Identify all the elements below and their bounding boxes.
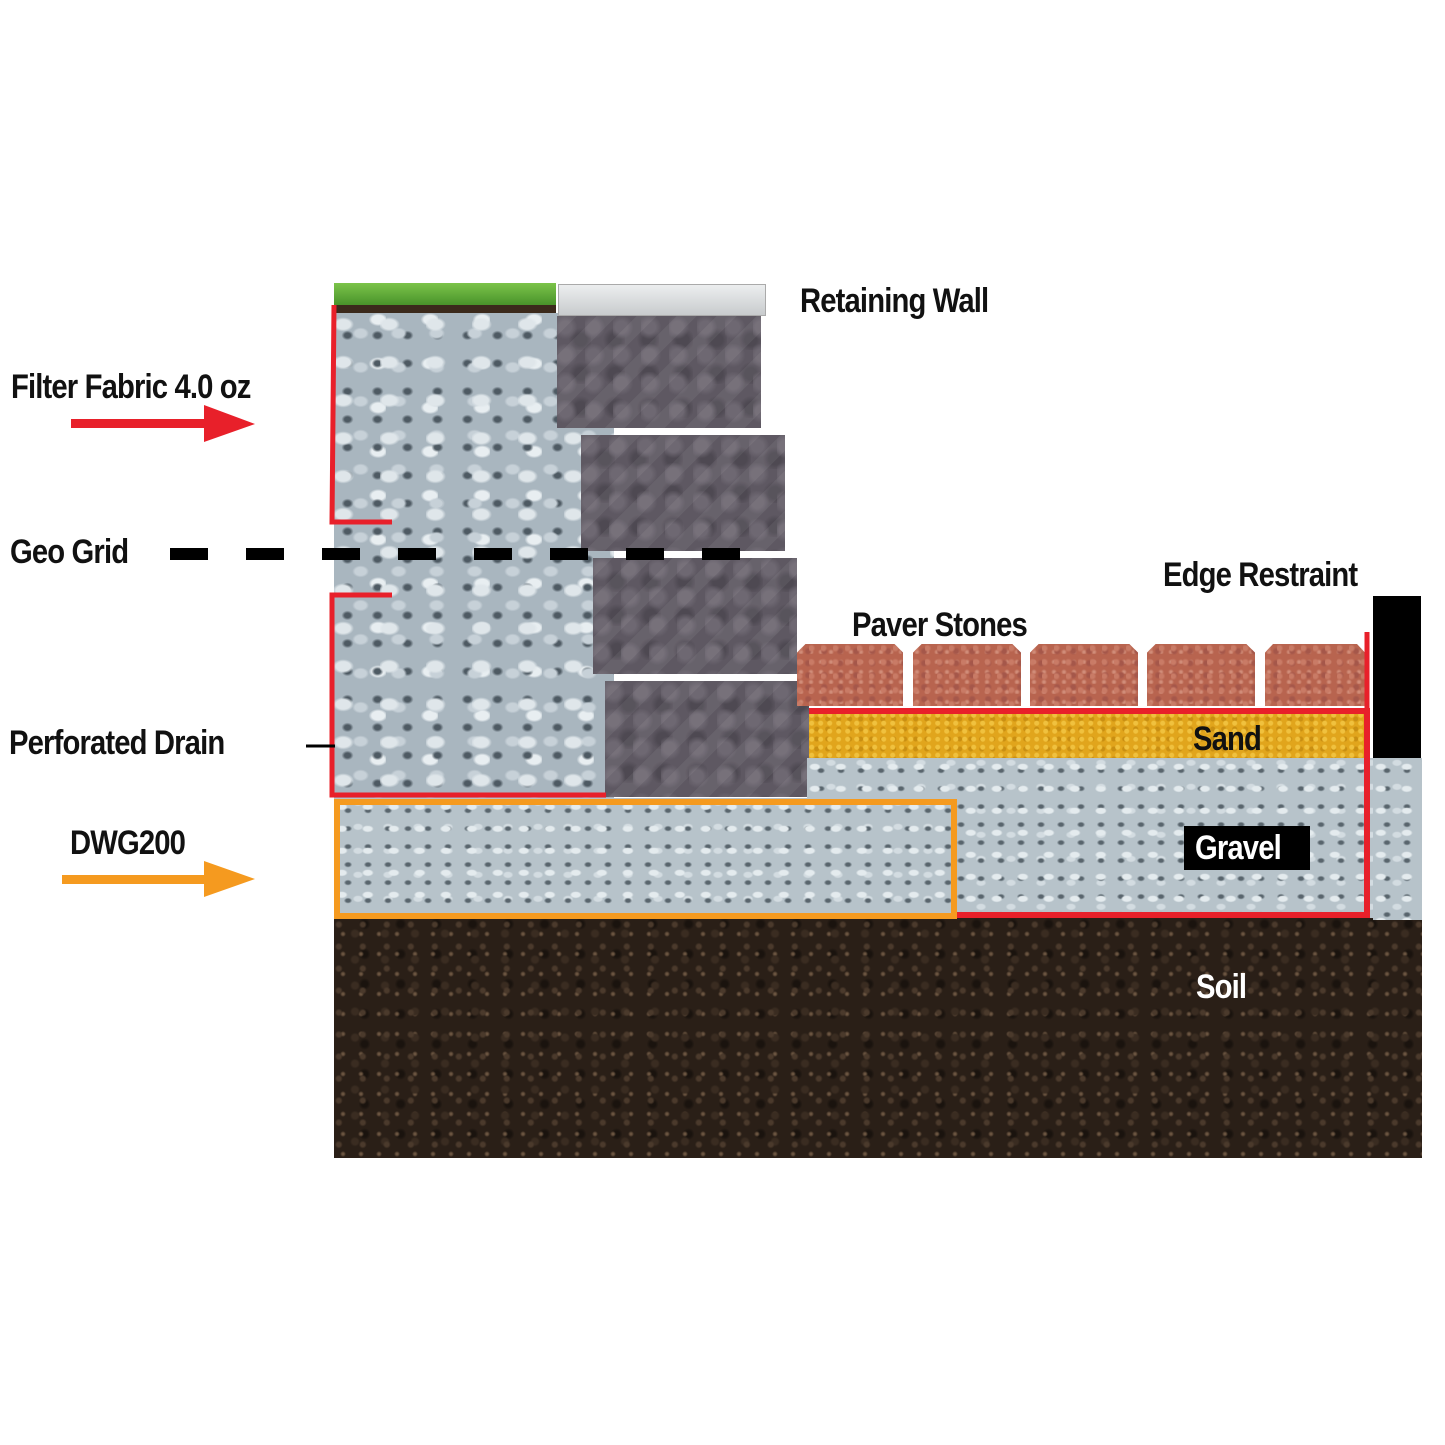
label-sand: Sand [1193, 720, 1262, 758]
label-perforated-drain: Perforated Drain [9, 724, 225, 762]
wall-block-4 [605, 681, 809, 797]
filter-fabric-line-lower [329, 592, 606, 798]
gravel-beyond-restraint [1373, 758, 1422, 920]
dwg200-arrow-icon [62, 861, 255, 897]
label-retaining-wall: Retaining Wall [800, 282, 989, 320]
paver-stone-1 [797, 644, 903, 706]
label-geo-grid: Geo Grid [10, 533, 129, 571]
wall-cap [558, 284, 766, 316]
gravel-label-box [1184, 826, 1310, 870]
edge-restraint [1373, 596, 1421, 758]
filter-fabric-arrow-icon [71, 405, 255, 442]
paver-stone-2 [913, 644, 1021, 706]
label-dwg200: DWG200 [70, 824, 186, 862]
filter-fabric-line-paver [809, 708, 1370, 918]
label-filter-fabric: Filter Fabric 4.0 oz [11, 368, 251, 406]
label-paver-stones: Paver Stones [852, 606, 1028, 644]
label-gravel: Gravel [1195, 829, 1282, 867]
label-soil: Soil [1196, 968, 1247, 1006]
paver-stone-4 [1147, 644, 1255, 706]
filter-fabric-line-upper [329, 304, 392, 525]
wall-block-3 [593, 558, 797, 674]
topsoil-strip [334, 305, 556, 313]
sand-layer [809, 712, 1367, 758]
paver-stone-3 [1030, 644, 1138, 706]
dwg200-gravel-bed [334, 798, 956, 920]
grass-strip [334, 283, 556, 309]
dwg200-outline [334, 799, 957, 919]
paver-stone-5 [1265, 644, 1365, 706]
label-edge-restraint: Edge Restraint [1163, 556, 1358, 594]
wall-block-2 [581, 435, 785, 551]
wall-block-1 [557, 316, 761, 428]
soil-layer [334, 918, 1422, 1158]
